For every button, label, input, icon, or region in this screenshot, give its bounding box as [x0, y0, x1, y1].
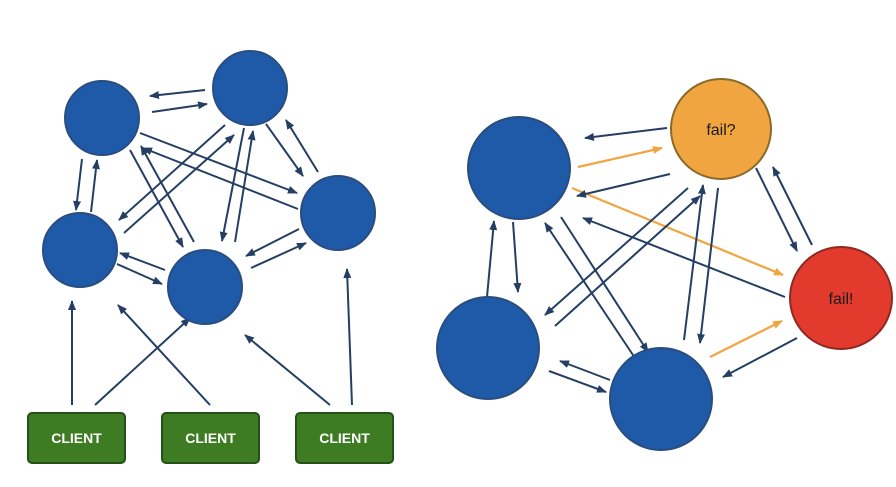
edge-client1-to-center: [94, 317, 191, 406]
left-node-center: [167, 249, 243, 325]
edge-left-midleft-to-top: [123, 134, 235, 234]
edge-client3-to-center: [244, 334, 331, 406]
edge-left-center-to-top: [234, 130, 256, 243]
edge-right-fail-q-to-fail: [755, 167, 798, 252]
edge-right-topleft-to-bottomcenter: [560, 216, 649, 353]
edge-left-topleft-to-center: [129, 149, 184, 248]
edge-left-top-to-midleft: [118, 124, 226, 221]
edge-right-fail-q-to-topleft-2: [576, 173, 671, 198]
failed-status-label: fail!: [829, 291, 854, 308]
left-node-top-left: [64, 80, 140, 156]
right-cluster-edges: [486, 127, 813, 393]
client-box-1: CLIENT: [27, 412, 126, 464]
left-node-top: [212, 50, 288, 126]
right-node-failed: [789, 246, 893, 350]
edge-left-right-to-topleft: [142, 147, 299, 210]
edge-left-center-to-right: [250, 242, 307, 269]
left-node-mid-left: [42, 212, 118, 288]
edge-left-midleft-to-center: [116, 263, 163, 285]
edge-right-bottomleft-to-topleft: [486, 220, 498, 298]
right-node-bottom-center: [609, 347, 713, 451]
right-node-top-left: [467, 116, 571, 220]
edge-left-center-to-midleft: [119, 252, 166, 271]
edge-right-bottomcenter-to-fail-q: [683, 184, 706, 341]
edge-left-topleft-to-right: [139, 132, 298, 194]
edge-right-bottomleft-to-fail-q: [554, 195, 701, 327]
edge-left-topleft-to-top: [151, 101, 208, 113]
edge-right-fail-to-bottomcenter: [722, 337, 798, 378]
client-label-2: CLIENT: [185, 430, 236, 446]
client-label-3: CLIENT: [319, 430, 370, 446]
edge-right-bottomleft-to-bottomcenter: [548, 370, 607, 393]
client-box-2: CLIENT: [161, 412, 260, 464]
edge-right-topleft-to-bottomleft: [512, 221, 522, 293]
client-box-3: CLIENT: [295, 412, 394, 464]
edge-left-top-to-right: [265, 123, 304, 177]
client-row: CLIENT CLIENT CLIENT: [27, 412, 394, 464]
edge-right-bottomcenter-to-topleft: [544, 222, 636, 359]
right-cluster-nodes: fail? fail!: [436, 78, 893, 451]
edge-right-fail-to-fail-q: [772, 166, 813, 246]
edge-right-topleft-to-fail-warning: [571, 186, 784, 277]
suspect-status-label: fail?: [706, 122, 735, 139]
edge-client3-to-right: [343, 268, 353, 406]
client-label-1: CLIENT: [51, 430, 102, 446]
edge-right-topleft-to-fail-q-warning: [577, 146, 663, 169]
left-cluster-nodes: [42, 50, 376, 325]
edge-right-fail-to-topleft: [582, 217, 786, 298]
edge-right-fail-q-to-topleft: [584, 127, 668, 141]
edge-right-bottomcenter-to-bottomleft: [559, 360, 611, 381]
right-node-suspect: [670, 78, 772, 180]
edge-right-fail-q-to-bottomleft: [544, 187, 689, 316]
edge-right-fail-q-to-bottomcenter: [697, 187, 719, 344]
edge-client2-to-midleft: [117, 304, 211, 406]
right-node-bottom-left: [436, 296, 540, 400]
edge-left-top-to-center: [219, 127, 245, 242]
left-node-right: [300, 175, 376, 251]
edge-left-topleft-to-midleft: [73, 158, 83, 211]
edge-left-midleft-to-topleft: [90, 159, 100, 213]
left-cluster-edges: [68, 89, 353, 406]
edge-right-bottomcenter-to-fail-warning: [709, 320, 783, 358]
edge-left-top-to-topleft: [149, 89, 206, 100]
edge-left-right-to-top: [285, 119, 319, 173]
edge-left-right-to-center: [245, 228, 300, 257]
